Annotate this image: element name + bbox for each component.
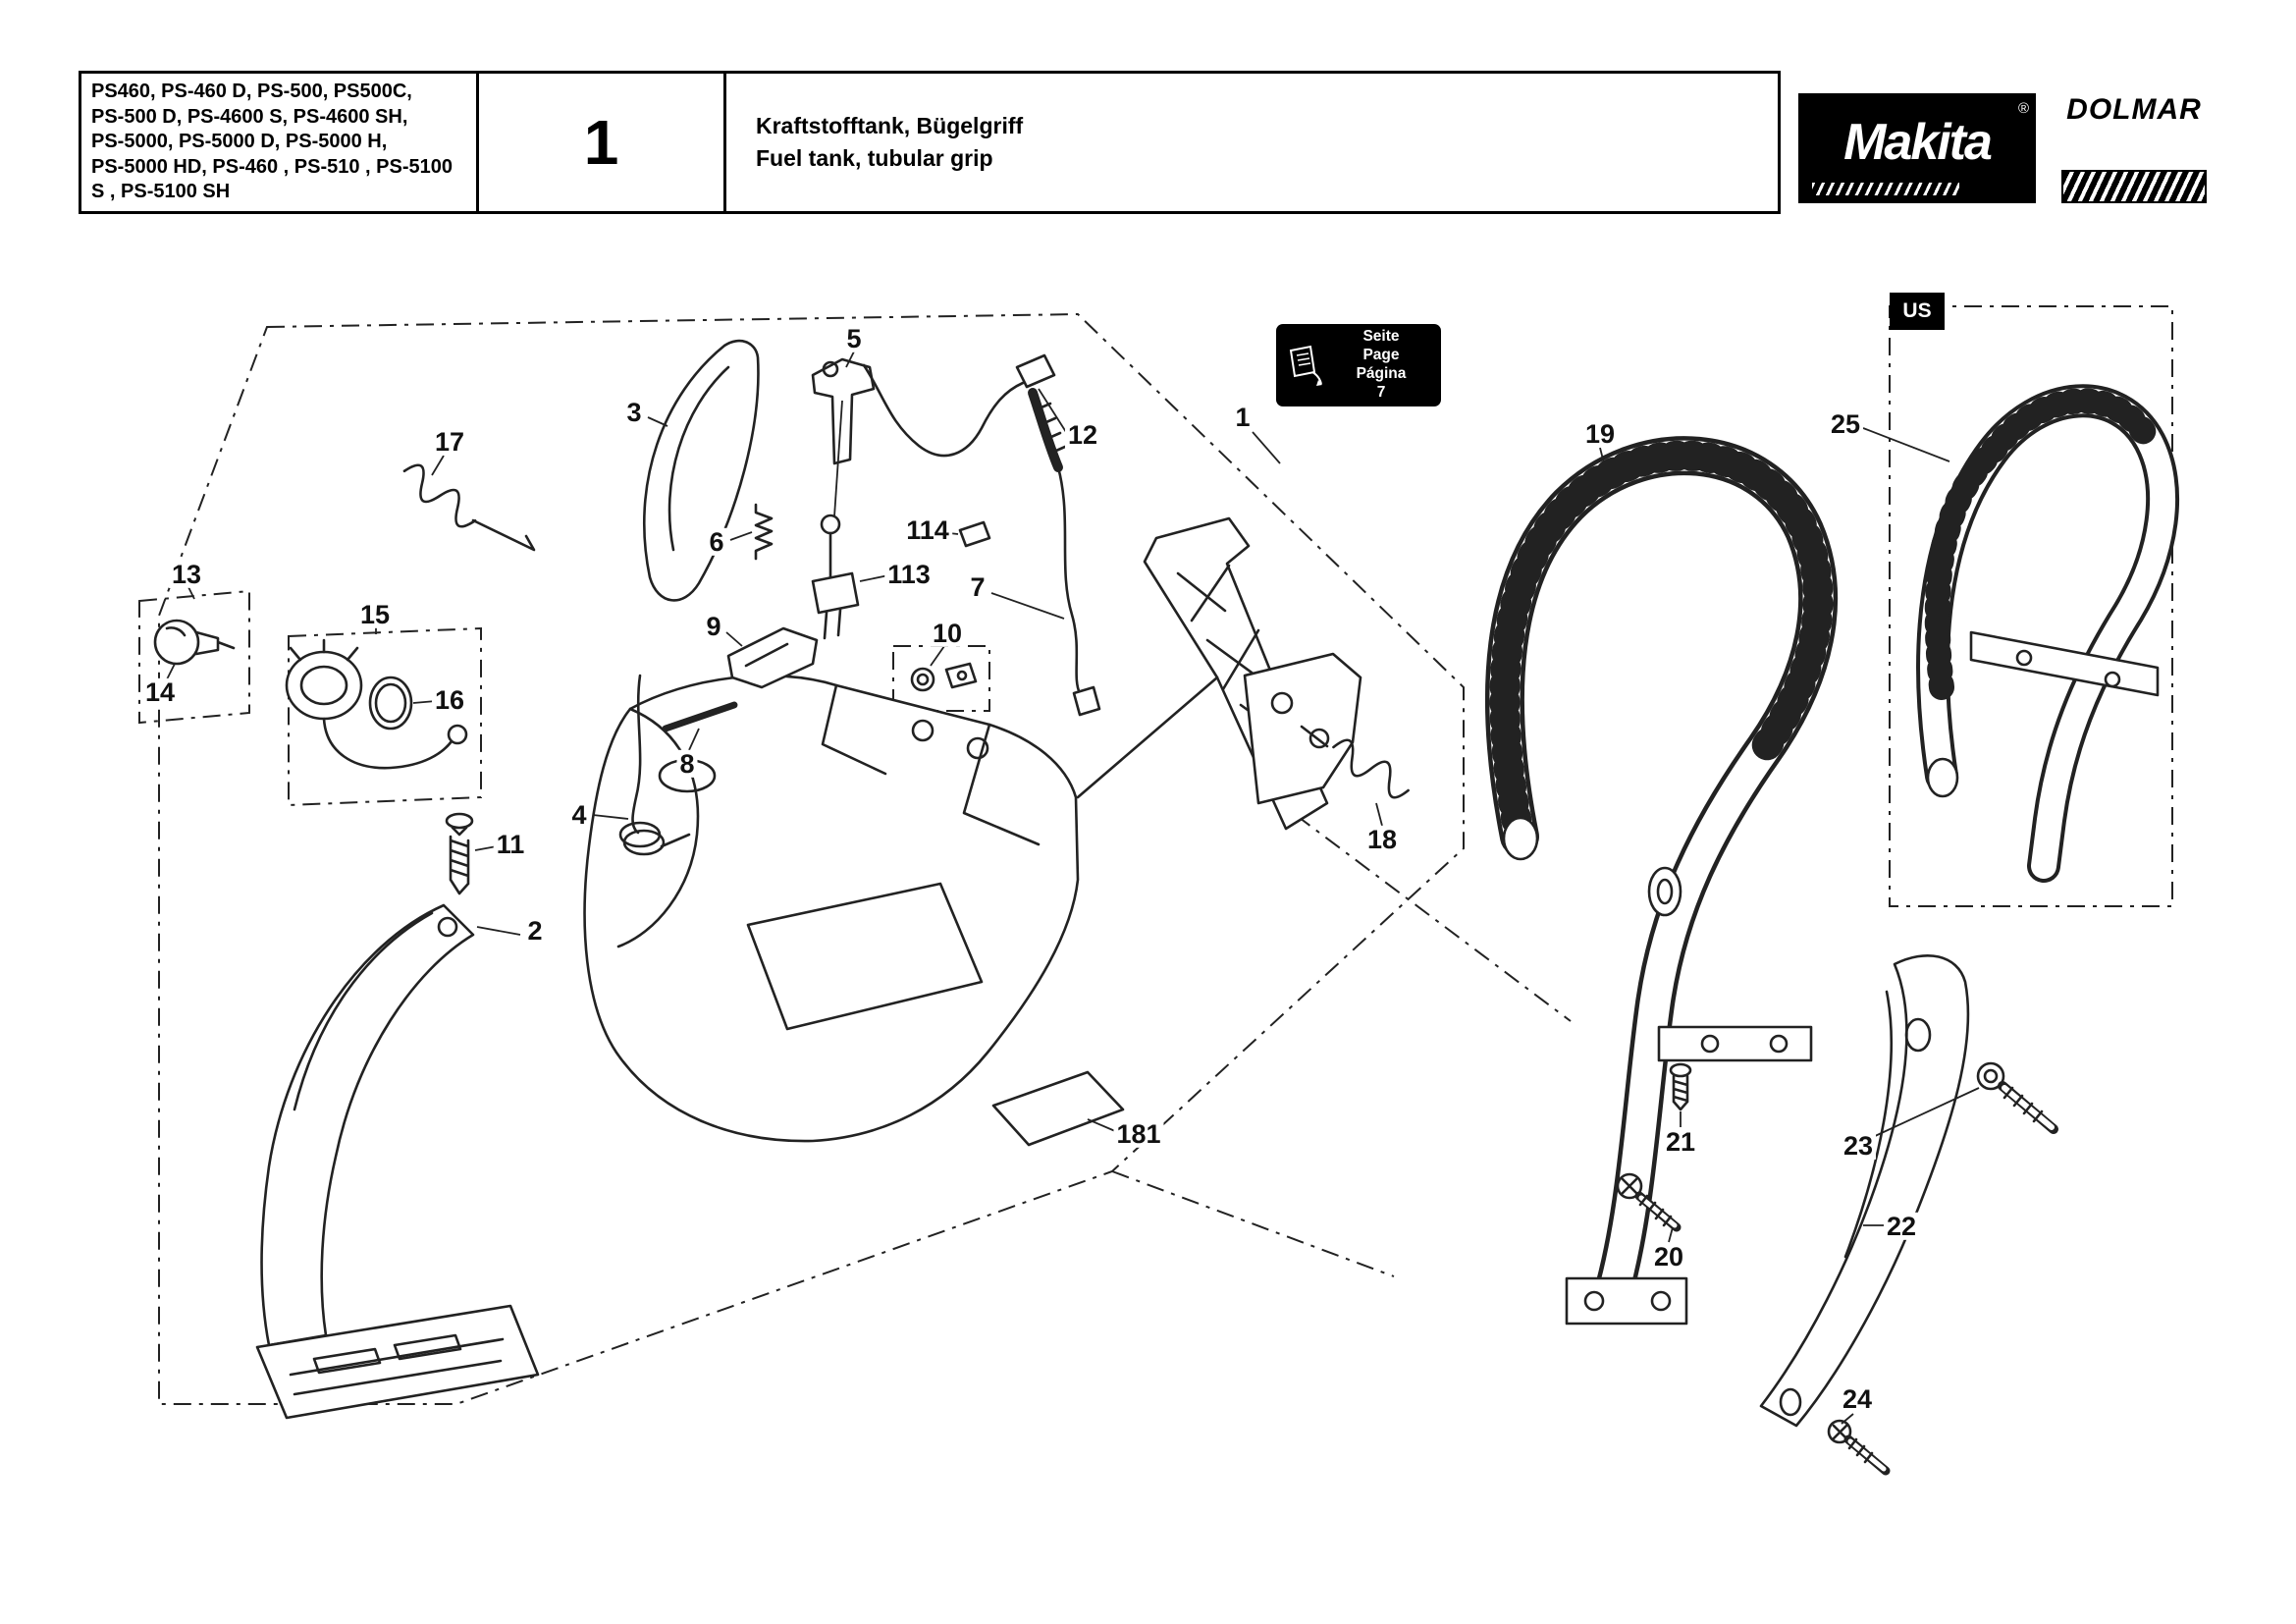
part-drawing-fuel-tank-assembly [583,516,1329,1143]
part-drawing-spring-17 [402,463,536,552]
dolmar-logo: DOLMAR [2061,93,2207,203]
dolmar-logo-stripes [2061,170,2207,203]
page-ref-line: 7 [1376,383,1386,401]
section-title-english: Fuel tank, tubular grip [756,145,993,171]
section-number: 1 [479,74,726,211]
part-drawing-throttle-lockout-lever [811,357,876,465]
part-drawing-tubular-handle [1484,436,1839,1326]
part-drawing-screw-11 [445,812,474,895]
part-drawing-spring-4 [618,674,691,856]
page-ref-line: Page [1362,347,1400,364]
part-drawing-handle-molding [1759,954,1970,1428]
makita-logo: Makita ® [1798,93,2036,203]
assembly-boundary-lines [138,305,2173,1405]
section-title-german: Kraftstofftank, Bügelgriff [756,112,1024,138]
part-drawing-screw-23 [1976,1061,2058,1134]
page-header: PS460, PS-460 D, PS-500, PS500C, PS-500 … [79,71,1781,214]
makita-logo-text: Makita [1843,114,1993,171]
part-drawing-fuel-cap [285,638,468,770]
dolmar-logo-text: DOLMAR [2066,93,2202,126]
page-reference-box: Seite Page Página 7 [1276,324,1441,406]
page-turn-icon [1289,345,1322,386]
registered-trademark-icon: ® [2017,100,2029,117]
part-drawing-clip-114 [958,520,991,548]
page-reference-text: Seite Page Página 7 [1331,328,1431,403]
part-drawing-spring-18 [1300,725,1410,799]
page-ref-line: Seite [1362,328,1400,346]
part-drawing-screw-21 [1669,1062,1692,1111]
part-drawing-grommet-10 [910,662,978,692]
makita-logo-hatch-stripes [1812,183,1959,195]
part-drawing-handle-cover [643,339,760,602]
callout-leader-lines [166,351,1980,1425]
part-drawing-choke-rod [811,514,860,640]
part-drawing-pin-8 [662,701,738,732]
part-drawing-screw-20 [1616,1172,1682,1232]
part-drawing-cap-13-14 [153,619,236,666]
part-drawing-lever-9 [726,626,819,689]
part-drawing-spring-6 [754,503,774,561]
us-variant-tab: US [1890,293,1945,330]
part-drawing-front-hand-guard [255,903,540,1420]
model-list: PS460, PS-460 D, PS-500, PS500C, PS-500 … [81,74,479,211]
part-drawing-us-tubular-handle [1916,384,2180,883]
section-title: Kraftstofftank, Bügelgriff Fuel tank, tu… [726,74,1778,211]
page-ref-line: Página [1356,365,1407,382]
part-drawing-label-181 [991,1070,1125,1147]
part-drawing-screw-24 [1827,1419,1891,1476]
part-drawing-throttle-cable [862,353,1101,717]
